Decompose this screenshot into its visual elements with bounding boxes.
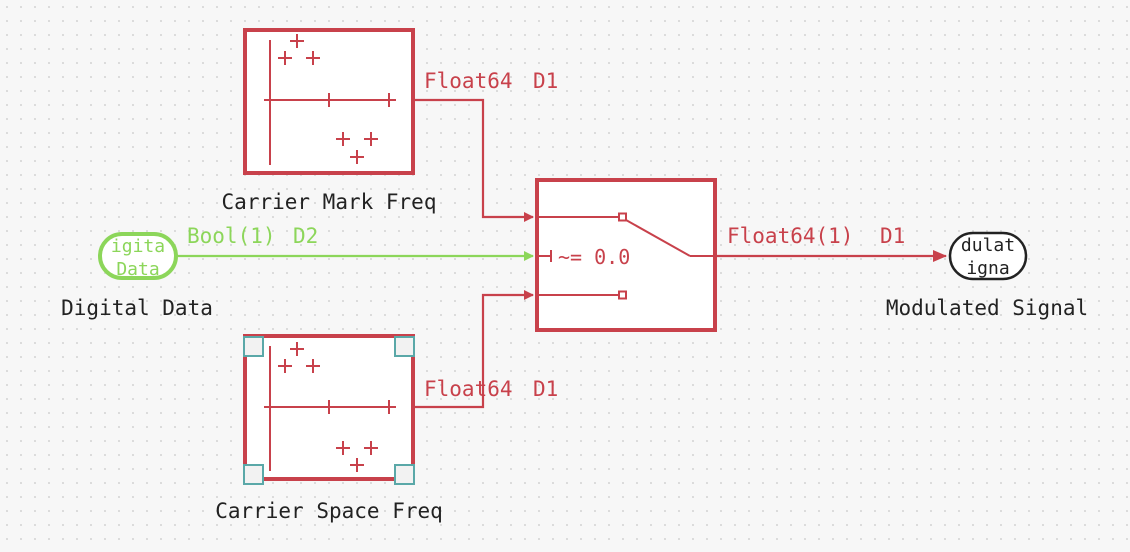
scatter-plot-icon (264, 342, 396, 472)
block-name: Digital Data (61, 296, 213, 320)
signal-dim: D2 (293, 224, 318, 248)
scatter-plot-icon (264, 34, 396, 165)
switch-icon (539, 212, 713, 300)
signal-dim: D1 (880, 224, 905, 248)
signal-type: Float64(1) (727, 224, 853, 248)
port-inner-text: igita (111, 236, 165, 257)
signal-type: Bool(1) (187, 224, 276, 248)
block-name: Carrier Mark Freq (222, 190, 437, 214)
signal-label-out: Float64(1) D1 (727, 224, 905, 248)
signal-label-mark: Float64 D1 (424, 69, 558, 93)
resize-handle-top-right[interactable] (394, 336, 415, 357)
resize-handle-top-left[interactable] (243, 336, 264, 357)
signal-mark-to-switch[interactable] (415, 98, 534, 222)
block-name: Carrier Space Freq (215, 499, 443, 523)
signal-type: Float64 (424, 377, 513, 401)
signal-type: Float64 (424, 69, 513, 93)
signal-dim: D1 (533, 69, 558, 93)
signal-dim: D1 (533, 377, 558, 401)
switch-condition: ~= 0.0 (558, 245, 630, 269)
modulated-signal-outport[interactable]: dulat igna Modulated Signal (886, 231, 1088, 320)
port-inner-text: dulat (961, 235, 1015, 256)
resize-handle-bottom-left[interactable] (243, 464, 264, 485)
resize-handle-bottom-right[interactable] (394, 464, 415, 485)
port-inner-text: Data (116, 259, 159, 280)
port-inner-text: igna (966, 258, 1009, 279)
signal-label-space: Float64 D1 (424, 377, 558, 401)
carrier-space-freq-block[interactable]: Carrier Space Freq (215, 334, 443, 523)
carrier-mark-freq-block[interactable]: Carrier Mark Freq (222, 28, 437, 214)
digital-data-inport[interactable]: igita Data Digital Data (61, 232, 213, 320)
signal-space-to-switch[interactable] (415, 290, 534, 409)
signal-label-data: Bool(1) D2 (187, 224, 318, 248)
block-name: Modulated Signal (886, 296, 1088, 320)
switch-block[interactable]: ~= 0.0 (535, 178, 717, 332)
